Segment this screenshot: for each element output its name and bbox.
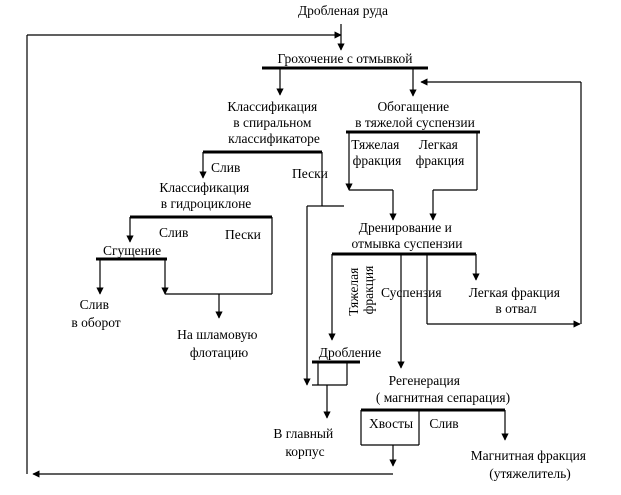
label-drainage: Дренирование и отмывка суспензии [352,220,463,251]
process-bars [96,66,505,412]
label-classification-spiral: Классификация в спиральном классификатор… [227,99,320,146]
label-suspension: Суспензия [381,285,442,300]
label-crushing: Дробление [319,345,381,360]
label-heavy-fraction-vertical: Тяжелая фракция [346,264,376,315]
label-magnetic-fraction: Магнитная фракция (утяжелитель) [471,448,590,481]
label-overflow-3: Слив [429,416,458,431]
label-sands-2: Пески [225,227,261,242]
label-sands-1: Пески [292,166,328,181]
label-to-main-building: В главный корпус [273,426,336,459]
flow-lines [26,24,582,478]
label-overflow-recycle: Слив в оборот [71,297,120,330]
label-overflow-2: Слив [159,225,188,240]
label-thickening: Сгущение [103,243,161,258]
label-classification-hydrocyclone: Классификация в гидроциклоне [159,180,252,211]
label-to-slime-flotation: На шламовую флотацию [177,327,261,360]
label-overflow-1: Слив [211,160,240,175]
label-dense-medium: Обогащение в тяжелой суспензии [355,99,475,130]
label-crushed-ore: Дробленая руда [298,3,388,18]
node-labels: Дробленая руда Грохочение с отмывкой Кла… [71,3,590,481]
label-light-fraction: Легкая фракция [416,137,465,168]
label-screening: Грохочение с отмывкой [277,51,412,66]
label-regeneration: Регенерация ( магнитная сепарация) [376,373,510,405]
label-light-fraction-dump: Легкая фракция в отвал [469,285,564,316]
label-heavy-fraction: Тяжелая фракция [351,137,402,168]
label-tailings: Хвосты [369,416,413,431]
